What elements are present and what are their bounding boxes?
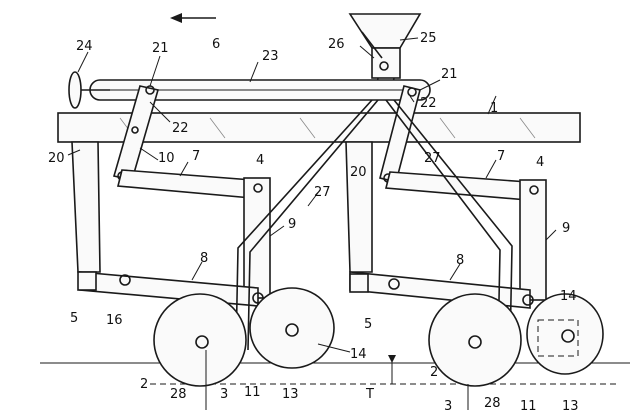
- label-block-right: 5: [364, 317, 372, 332]
- bolt-16: [119, 274, 131, 286]
- label-tube-right: 27: [424, 151, 441, 166]
- label-press-cover-left: 14: [350, 347, 367, 362]
- label-press-wheel-left: 13: [282, 387, 299, 402]
- label-hopper: 25: [420, 31, 437, 46]
- label-depth-marker: T: [365, 387, 374, 402]
- label-arm-right: 9: [562, 221, 570, 236]
- label-crank: 24: [76, 39, 93, 54]
- label-frame: 1: [490, 101, 498, 116]
- label-lower-link-left: 8: [200, 251, 208, 266]
- left-bracket: [71, 141, 101, 273]
- left-lower-link: [79, 271, 259, 307]
- left-post: [243, 177, 271, 299]
- label-axle-left: 3: [220, 387, 228, 402]
- label-upper-link-right: 7: [497, 149, 505, 164]
- crank-handle: [68, 71, 110, 109]
- label-direction: 6: [212, 37, 220, 52]
- label-lever: 10: [158, 151, 175, 166]
- right-press-cover: [537, 319, 579, 357]
- depth-marker: [388, 355, 396, 384]
- right-disc-wheel: [428, 293, 522, 387]
- label-coulter-left: 28: [170, 387, 187, 402]
- left-press-wheel: [249, 287, 335, 369]
- right-upper-link: [384, 171, 529, 201]
- label-tube-left: 27: [314, 185, 331, 200]
- label-bracket-left: 20: [48, 151, 65, 166]
- label-bolt: 16: [106, 313, 123, 328]
- label-block-left: 5: [70, 311, 78, 326]
- left-seed-tube-outer: [247, 99, 379, 351]
- label-upper-link-left: 7: [192, 149, 200, 164]
- part-labels: 6 1 24 23 21 21 22 22 25 26 20 20 10 7 7…: [48, 31, 579, 414]
- label-rod: 23: [262, 49, 279, 64]
- label-scraper-right: 11: [520, 399, 537, 412]
- hopper-flap: [361, 31, 383, 59]
- label-flap: 26: [328, 37, 345, 52]
- label-axle-right: 3: [444, 399, 452, 412]
- right-block: [349, 273, 369, 293]
- label-lower-link-right: 8: [456, 253, 464, 268]
- label-coulter-right: 28: [484, 396, 501, 411]
- right-post: [519, 179, 547, 301]
- right-press-wheel: [526, 293, 604, 375]
- label-pivot-left: 21: [152, 41, 169, 56]
- label-pin-left: 22: [172, 121, 189, 136]
- label-bracket-right: 20: [350, 165, 367, 180]
- left-block: [77, 271, 97, 291]
- label-post-left: 4: [256, 153, 264, 168]
- left-upper-link: [116, 169, 253, 199]
- label-wheel-front-right: 2: [430, 365, 438, 380]
- right-bracket: [345, 141, 373, 273]
- label-press-wheel-right: 13: [562, 399, 579, 412]
- label-arm-left: 9: [288, 217, 296, 232]
- direction-arrow: [170, 13, 216, 23]
- leader-lines: [67, 37, 557, 353]
- label-press-cover-right: 14: [560, 289, 577, 304]
- label-pivot-right: 21: [441, 67, 458, 82]
- label-pin-right: 22: [420, 96, 437, 111]
- left-disc-wheel: [153, 293, 247, 387]
- frame-hatching: [119, 117, 536, 139]
- label-post-right: 4: [536, 155, 544, 170]
- label-scraper-left: 11: [244, 385, 261, 400]
- label-wheel-front-left: 2: [140, 377, 148, 392]
